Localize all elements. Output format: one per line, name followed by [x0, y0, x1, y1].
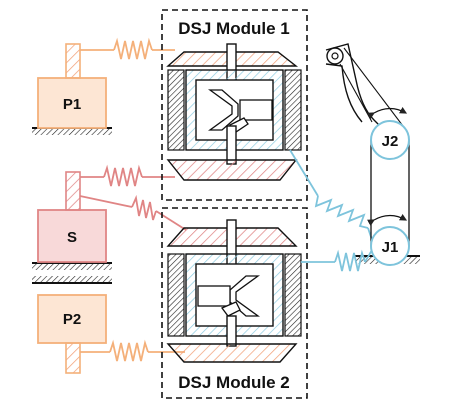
module-1-title: DSJ Module 1 — [178, 19, 289, 38]
block-s: S — [37, 164, 187, 263]
label-j1: J1 — [382, 239, 399, 256]
label-p1: P1 — [63, 96, 81, 113]
blue-springs — [289, 149, 373, 272]
module-2-title: DSJ Module 2 — [178, 373, 289, 392]
dsj-module-1: DSJ Module 1 — [161, 9, 308, 201]
label-s: S — [67, 229, 77, 246]
finger-linkage — [325, 43, 410, 246]
block-p1: P1 — [37, 37, 175, 129]
joint-j1: J1 — [367, 213, 410, 266]
label-p2: P2 — [63, 311, 81, 328]
ground-p1 — [32, 127, 112, 135]
dsj-module-2: DSJ Module 2 — [161, 207, 308, 399]
block-p2: P2 — [37, 294, 185, 374]
label-j2: J2 — [382, 133, 399, 150]
ground-s — [32, 262, 112, 284]
joint-j2: J2 — [367, 106, 410, 160]
